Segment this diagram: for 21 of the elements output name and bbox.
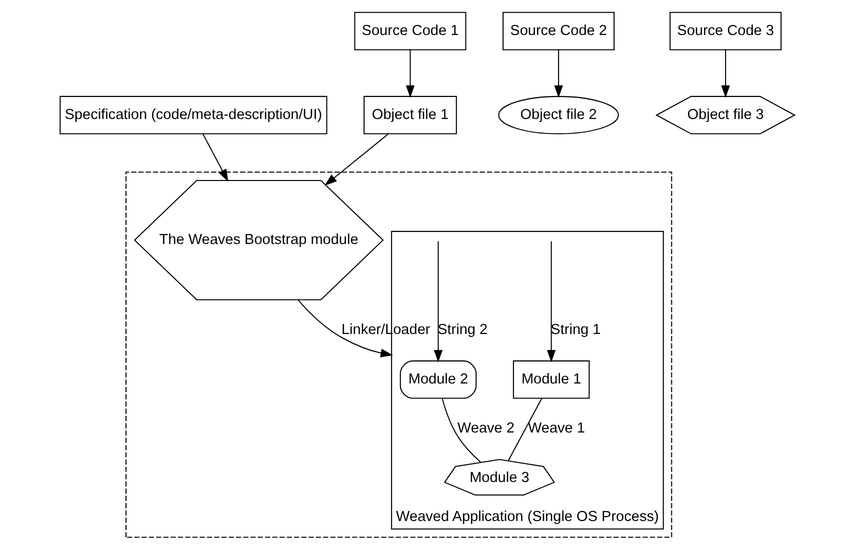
- arrow: [324, 134, 389, 186]
- node-box: Module 1: [512, 360, 590, 399]
- cluster: [126, 172, 672, 538]
- arrow: [721, 50, 730, 98]
- node-ellipse: Object file 2: [498, 96, 619, 134]
- edge-label: Weave 1: [528, 420, 586, 437]
- arrow: [434, 241, 443, 362]
- edge-label: String 2: [438, 322, 488, 338]
- node-box: Source Code 3: [670, 12, 782, 50]
- node-box: Module 2: [400, 360, 477, 399]
- connector: [508, 398, 542, 462]
- node-box: Specification (code/meta-description/UI): [60, 96, 328, 134]
- arrow: [554, 50, 563, 98]
- edge-label: Weave 2: [457, 420, 514, 437]
- node-box: Source Code 1: [354, 12, 466, 50]
- arrow: [202, 134, 228, 182]
- node-box: Source Code 2: [502, 12, 615, 50]
- connector: [442, 398, 481, 463]
- arrow: [546, 241, 556, 362]
- arrow: [406, 50, 415, 98]
- node-box: Object file 1: [364, 96, 457, 134]
